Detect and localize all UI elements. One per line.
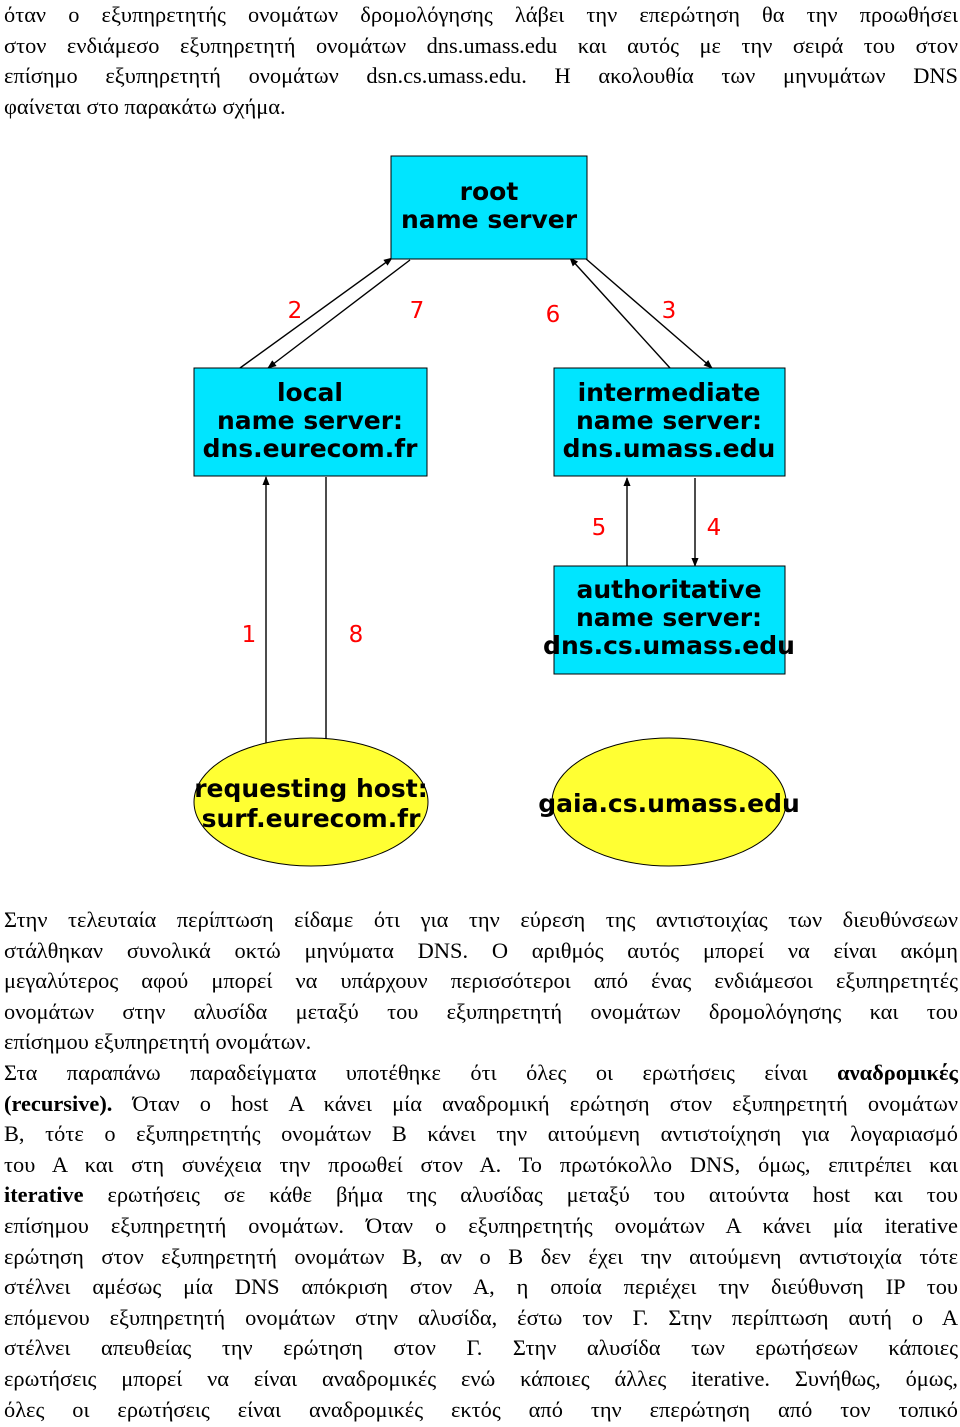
intro-paragraph: όταν ο εξυπηρετητής ονομάτων δρομολόγηση…	[4, 0, 958, 122]
root-label-line2: name server	[401, 205, 578, 234]
text-line: όλες οι ερωτήσεις είναι αναδρομικές εκτό…	[4, 1396, 958, 1422]
gaia-host-ellipse	[551, 737, 787, 867]
step-number: 2	[288, 298, 303, 324]
text-line: του Α και στη συνέχεια την προωθεί στον …	[4, 1151, 958, 1177]
intermediate-label-line1: intermediate	[578, 378, 761, 407]
text-line: στάλθηκαν συνολικά οκτώ μηνύματα DNS. Ο …	[4, 937, 958, 963]
authoritative-label-line2: name server:	[576, 603, 762, 632]
step-number: 4	[707, 515, 722, 541]
term-iterative: iterative	[4, 1182, 84, 1208]
arrow-root-to-local	[267, 259, 411, 369]
authoritative-label-line3: dns.cs.umass.edu	[543, 631, 795, 660]
authoritative-name-server: authoritative name server: dns.cs.umass.…	[543, 565, 795, 675]
requesting-host-line2: surf.eurecom.fr	[202, 804, 421, 833]
intermediate-label-line3: dns.umass.edu	[563, 434, 776, 463]
text-line: Στα παραπάνω παραδείγματα υποτέθηκε ότι …	[4, 1058, 958, 1089]
local-name-server: local name server: dns.eurecom.fr	[193, 367, 428, 477]
text-line: ονομάτων στην αλυσίδα μεταξύ του εξυπηρε…	[4, 998, 958, 1024]
term-recursive-greek: αναδρομικές	[837, 1060, 958, 1085]
line-text: Όταν ο host Α κάνει μία αναδρομική ερώτη…	[112, 1090, 958, 1116]
step-number: 5	[592, 515, 607, 541]
text-line: όταν ο εξυπηρετητής ονομάτων δρομολόγηση…	[4, 2, 958, 27]
requesting-host: requesting host: surf.eurecom.fr	[193, 737, 429, 867]
step-number: 8	[349, 622, 364, 648]
step-numbers: 2 7 6 3 5 4 1 8	[242, 298, 722, 648]
text-line: μεγαλύτερος αφού μπορεί να υπάρχουν περι…	[4, 968, 958, 994]
step-number: 6	[546, 302, 561, 328]
text-line: επίσημο εξυπηρετητή ονομάτων dsn.cs.umas…	[4, 63, 958, 89]
text-line: iterative ερωτήσεις σε κάθε βήμα της αλυ…	[4, 1180, 958, 1211]
requesting-host-line1: requesting host:	[194, 774, 428, 803]
step-number: 1	[242, 622, 257, 648]
body-paragraph-recursive: Στα παραπάνω παραδείγματα υποτέθηκε ότι …	[4, 1058, 958, 1425]
gaia-host-label: gaia.cs.umass.edu	[538, 789, 800, 818]
gaia-host: gaia.cs.umass.edu	[538, 737, 800, 867]
body-paragraph-messages: Στην τελευταία περίπτωση είδαμε ότι για …	[4, 905, 958, 1058]
local-label-line2: name server:	[217, 406, 403, 435]
root-label-line1: root	[460, 177, 519, 206]
arrow-local-to-root	[239, 257, 393, 369]
arrow-root-to-intermediate	[584, 257, 713, 369]
text-line: στέλνει αμέσως μία DNS απόκριση στον Α, …	[4, 1274, 958, 1300]
intermediate-server-box	[553, 367, 786, 477]
authoritative-server-box	[553, 565, 786, 675]
step-number: 7	[410, 298, 425, 324]
dns-query-diagram: 2 7 6 3 5 4 1 8 root name server local n…	[193, 155, 800, 867]
root-name-server: root name server	[390, 155, 588, 260]
text-line: επίσημου εξυπηρετητή ονομάτων. Όταν ο εξ…	[4, 1212, 958, 1238]
text-line: φαίνεται στο παρακάτω σχήμα.	[4, 93, 286, 119]
arrow-intermediate-to-root	[569, 257, 671, 369]
intermediate-label-line2: name server:	[576, 406, 762, 435]
text-line: ερωτήσεις μπορεί να είναι αναδρομικές εν…	[4, 1365, 958, 1391]
text-line: (recursive). Όταν ο host Α κάνει μία ανα…	[4, 1089, 958, 1120]
intermediate-name-server: intermediate name server: dns.umass.edu	[553, 367, 786, 477]
text-line: επόμενου εξυπηρετητή ονομάτων στην αλυσί…	[4, 1304, 958, 1330]
local-label-line1: local	[277, 378, 343, 407]
arrows	[239, 257, 713, 751]
step-number: 3	[662, 298, 677, 324]
term-recursive: (recursive).	[4, 1090, 113, 1116]
local-server-box	[193, 367, 428, 477]
text-line: στον ενδιάμεσο εξυπηρετητή ονομάτων dns.…	[4, 32, 958, 58]
text-line: ερώτηση στον εξυπηρετητή ονομάτων Β, αν …	[4, 1243, 958, 1269]
text-line: Β, τότε ο εξυπηρετητής ονομάτων Β κάνει …	[4, 1121, 958, 1147]
line-text: Στα παραπάνω παραδείγματα υποτέθηκε ότι …	[4, 1060, 838, 1085]
requesting-host-ellipse	[193, 737, 429, 867]
authoritative-label-line1: authoritative	[576, 575, 761, 604]
text-line: επίσημου εξυπηρετητή ονομάτων.	[4, 1029, 312, 1055]
root-server-box	[390, 155, 588, 260]
text-line: Στην τελευταία περίπτωση είδαμε ότι για …	[4, 907, 958, 932]
text-line: στέλνει απευθείας την ερώτηση στον Γ. Στ…	[4, 1335, 958, 1361]
local-label-line3: dns.eurecom.fr	[203, 434, 419, 463]
line-text: ερωτήσεις σε κάθε βήμα της αλυσίδας μετα…	[83, 1182, 958, 1208]
